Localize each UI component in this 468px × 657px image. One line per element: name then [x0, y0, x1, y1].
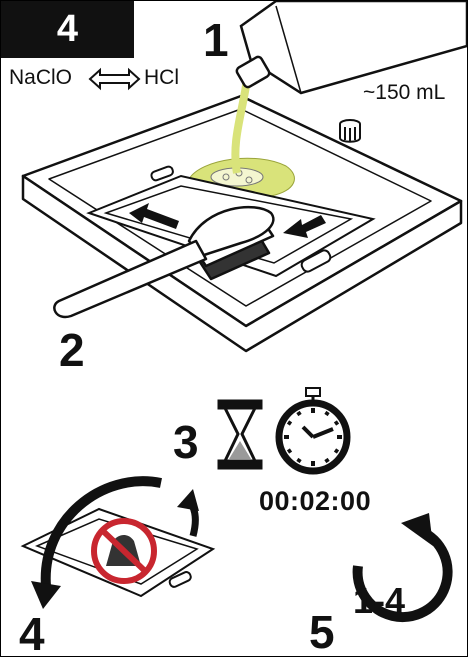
stopwatch-icon	[279, 388, 347, 471]
bottle	[235, 1, 467, 93]
hourglass-icon	[219, 401, 261, 468]
repeat-range-label: 1-4	[353, 583, 405, 619]
no-touch-icon	[94, 521, 154, 581]
bottle-cap-icon	[340, 120, 360, 142]
